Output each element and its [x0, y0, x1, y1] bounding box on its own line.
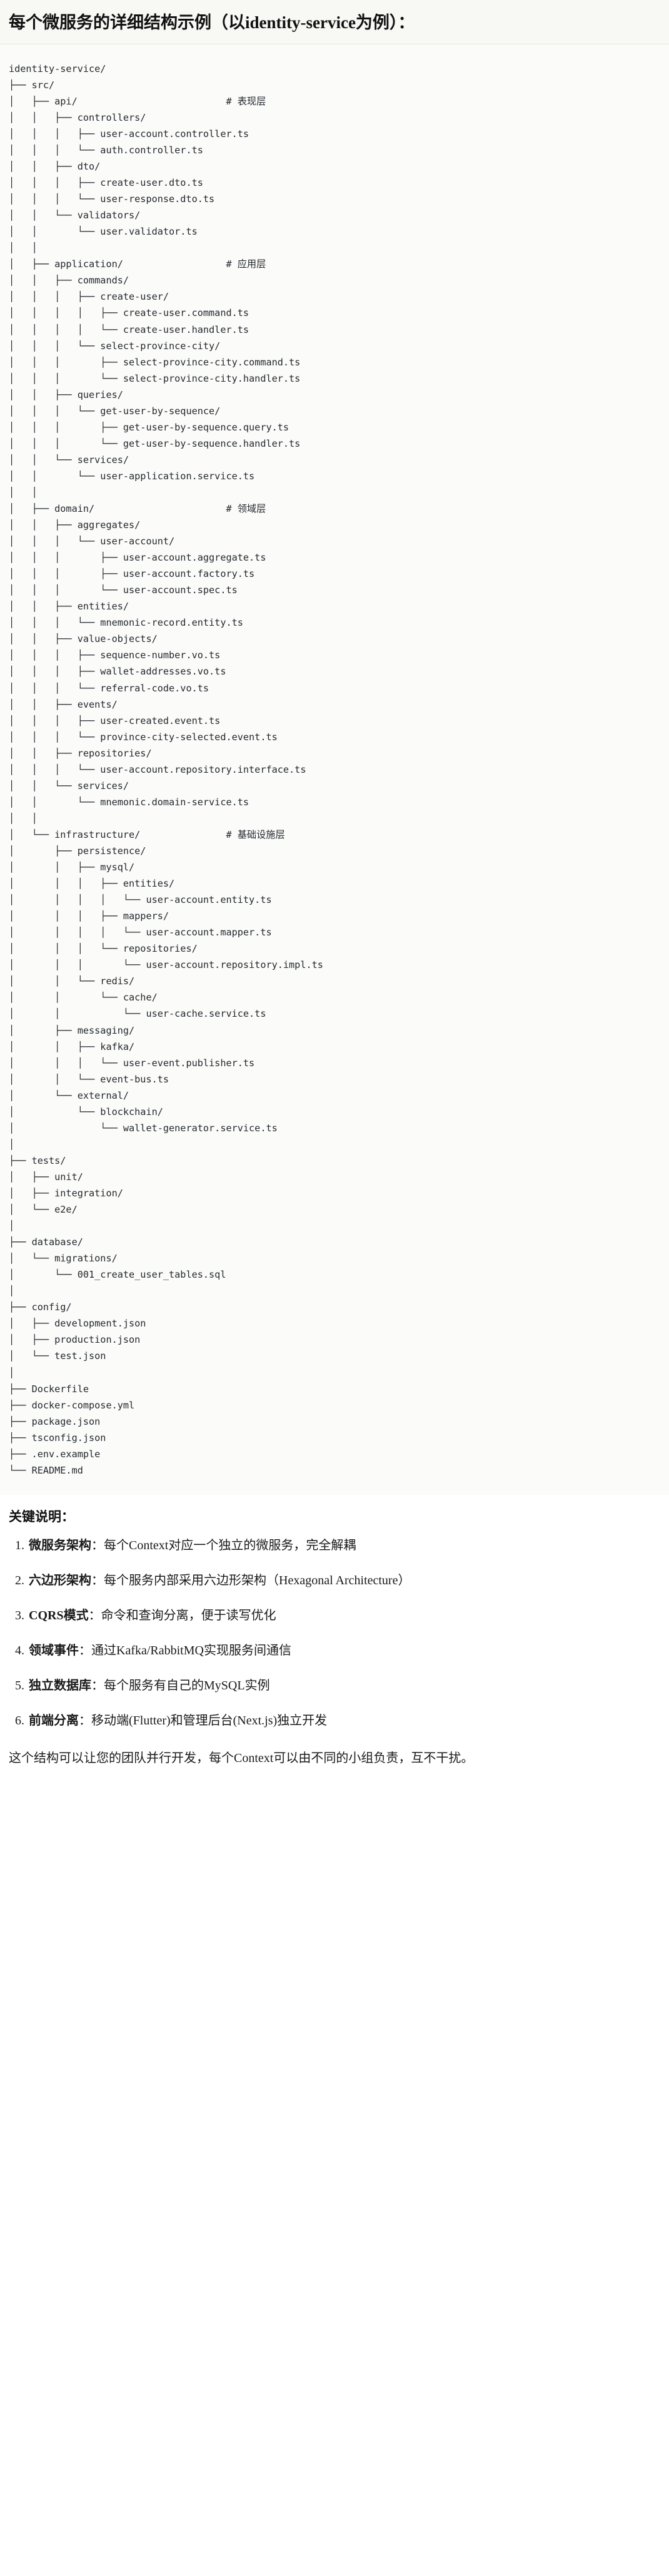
note-term: 前端分离 [29, 1714, 79, 1728]
note-separator: ： [79, 1714, 91, 1728]
list-item: 六边形架构：每个服务内部采用六边形架构（Hexagonal Architectu… [28, 1572, 660, 1590]
note-description: 每个Context对应一个独立的微服务，完全解耦 [104, 1539, 356, 1553]
list-item: 前端分离：移动端(Flutter)和管理后台(Next.js)独立开发 [28, 1712, 660, 1730]
list-item: CQRS模式：命令和查询分离，便于读写优化 [28, 1607, 660, 1625]
directory-tree-block: identity-service/ ├── src/ │ ├── api/ # … [0, 44, 669, 1495]
note-term: CQRS模式 [29, 1609, 89, 1623]
list-item: 微服务架构：每个Context对应一个独立的微服务，完全解耦 [28, 1537, 660, 1555]
page-title: 每个微服务的详细结构示例（以identity-service为例）： [9, 13, 415, 32]
note-separator: ： [91, 1539, 104, 1553]
note-separator: ： [79, 1644, 91, 1658]
note-description: 移动端(Flutter)和管理后台(Next.js)独立开发 [91, 1714, 328, 1728]
key-notes-list: 微服务架构：每个Context对应一个独立的微服务，完全解耦 六边形架构：每个服… [9, 1537, 660, 1730]
note-term: 领域事件 [29, 1644, 79, 1658]
key-notes-title: 关键说明： [9, 1509, 74, 1524]
note-description: 通过Kafka/RabbitMQ实现服务间通信 [91, 1644, 291, 1658]
closing-paragraph: 这个结构可以让您的团队并行开发，每个Context可以由不同的小组负责，互不干扰… [9, 1751, 474, 1766]
note-description: 每个服务内部采用六边形架构（Hexagonal Architecture） [104, 1574, 411, 1588]
note-description: 每个服务有自己的MySQL实例 [104, 1679, 270, 1693]
list-item: 独立数据库：每个服务有自己的MySQL实例 [28, 1677, 660, 1695]
note-term: 微服务架构 [29, 1539, 91, 1553]
note-description: 命令和查询分离，便于读写优化 [101, 1609, 276, 1623]
note-separator: ： [91, 1679, 104, 1693]
note-term: 独立数据库 [29, 1679, 91, 1693]
directory-tree: identity-service/ ├── src/ │ ├── api/ # … [9, 63, 323, 1476]
document-header: 每个微服务的详细结构示例（以identity-service为例）： [0, 0, 669, 44]
document-page: 每个微服务的详细结构示例（以identity-service为例）： ident… [0, 0, 669, 1788]
note-separator: ： [88, 1609, 101, 1623]
list-item: 领域事件：通过Kafka/RabbitMQ实现服务间通信 [28, 1642, 660, 1660]
note-term: 六边形架构 [29, 1574, 91, 1588]
note-separator: ： [91, 1574, 104, 1588]
key-notes-section: 关键说明： 微服务架构：每个Context对应一个独立的微服务，完全解耦 六边形… [0, 1494, 669, 1788]
